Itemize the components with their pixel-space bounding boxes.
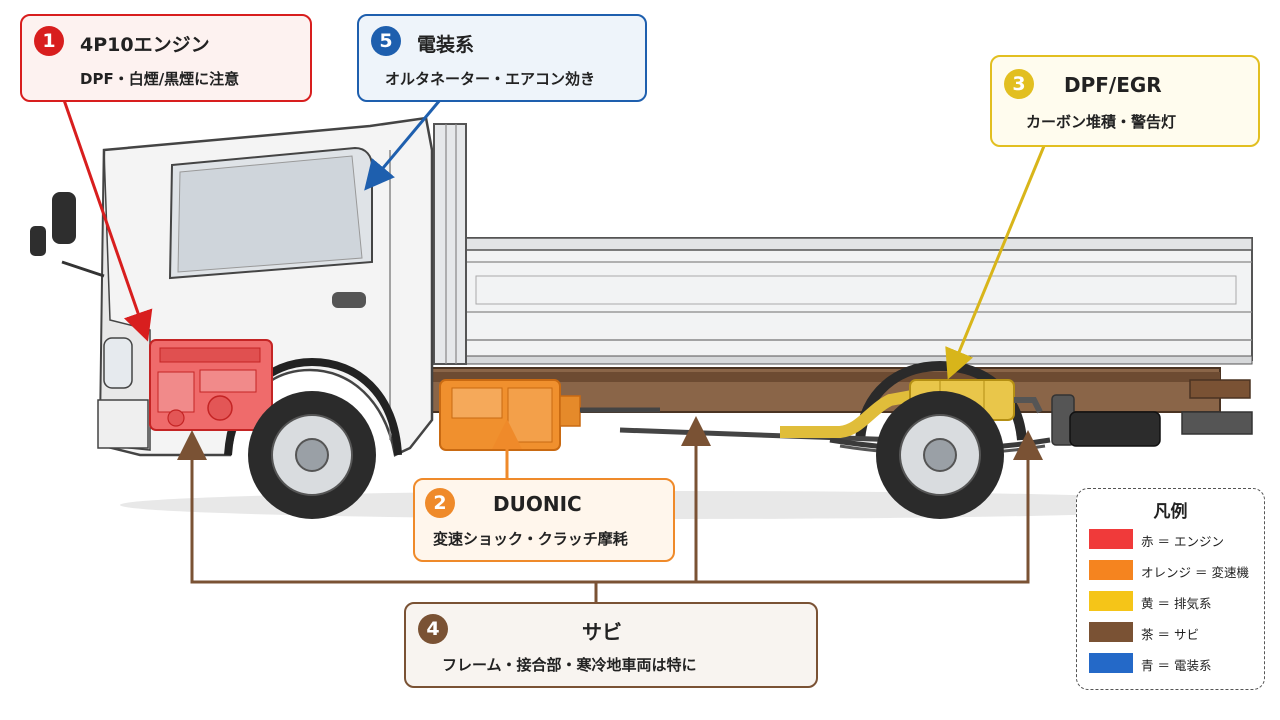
- electrical-sub: オルタネーター・エアコン効き: [385, 70, 596, 88]
- legend: 凡例 赤 ＝ エンジン オレンジ ＝ 変速機 黄 ＝ 排気系 茶 ＝ サビ 青 …: [1076, 488, 1265, 690]
- engine-leader: [62, 99, 153, 342]
- rust-title: サビ: [582, 620, 622, 644]
- side-mirror: [30, 192, 105, 278]
- legend-swatch-yellow: [1089, 591, 1133, 611]
- legend-swatch-orange: [1089, 560, 1133, 580]
- rust-badge: 4: [418, 614, 448, 644]
- legend-label: 赤 ＝ エンジン: [1141, 534, 1224, 549]
- rust-sub: フレーム・接合部・寒冷地車両は特に: [442, 656, 697, 674]
- rear-wheel: [876, 391, 1004, 519]
- transmission-badge: 2: [425, 488, 455, 518]
- legend-label: オレンジ ＝ 変速機: [1141, 565, 1249, 580]
- electrical-badge: 5: [371, 26, 401, 56]
- exhaust-badge: 3: [1004, 69, 1034, 99]
- transmission-sub: 変速ショック・クラッチ摩耗: [433, 530, 628, 548]
- legend-swatch-blue: [1089, 653, 1133, 673]
- engine-block: [149, 339, 273, 431]
- engine-badge: 1: [34, 26, 64, 56]
- engine-sub: DPF・白煙/黒煙に注意: [80, 70, 240, 88]
- exhaust-sub: カーボン堆積・警告灯: [1026, 113, 1177, 131]
- exhaust-leader: [945, 145, 1046, 380]
- electrical-callout: 5 電装系 オルタネーター・エアコン効き: [357, 14, 647, 102]
- legend-label: 青 ＝ 電装系: [1141, 658, 1212, 673]
- legend-swatch-red: [1089, 529, 1133, 549]
- exhaust-title: DPF/EGR: [1064, 73, 1162, 97]
- engine-title: 4P10エンジン: [80, 34, 210, 56]
- transmission-callout: 2 DUONIC 変速ショック・クラッチ摩耗: [413, 478, 675, 562]
- electrical-leader: [364, 99, 442, 191]
- rust-callout: 4 サビ フレーム・接合部・寒冷地車両は特に: [404, 602, 818, 688]
- legend-label: 茶 ＝ サビ: [1141, 627, 1199, 642]
- exhaust-callout: 3 DPF/EGR カーボン堆積・警告灯: [990, 55, 1260, 147]
- legend-swatch-brown: [1089, 622, 1133, 642]
- legend-title: 凡例: [1153, 502, 1188, 522]
- transmission-block: [439, 379, 660, 451]
- cargo-bed: [439, 237, 1253, 365]
- legend-label: 黄 ＝ 排気系: [1141, 596, 1212, 611]
- rust-leaders: [177, 416, 1043, 602]
- electrical-title: 電装系: [417, 34, 475, 56]
- engine-callout: 1 4P10エンジン DPF・白煙/黒煙に注意: [20, 14, 312, 102]
- front-wheel: [248, 391, 376, 519]
- transmission-title: DUONIC: [493, 492, 582, 516]
- headboard: [433, 123, 467, 365]
